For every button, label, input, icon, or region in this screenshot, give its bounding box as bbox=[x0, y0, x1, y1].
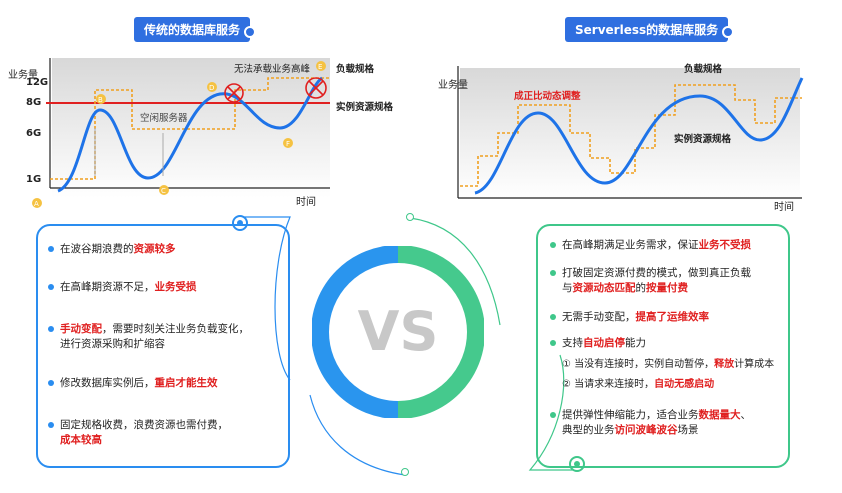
bullet-icon bbox=[550, 412, 556, 418]
svg-text:E: E bbox=[318, 63, 322, 71]
sub-item: ② 当请求来连接时，自动无感启动 bbox=[562, 379, 715, 390]
small-node-icon bbox=[401, 468, 409, 476]
instance-spec-label: 实例资源规格 bbox=[674, 133, 732, 145]
title-dot-icon bbox=[722, 25, 735, 38]
load-spec-line bbox=[50, 77, 330, 180]
business-curve bbox=[57, 76, 324, 193]
cannot-handle-label: 无法承载业务高峰 bbox=[234, 63, 311, 75]
bullet-icon bbox=[48, 326, 54, 332]
tick-label: 1G bbox=[26, 174, 41, 185]
list-item: 无需手动变配，提高了运维效率 bbox=[550, 310, 709, 325]
bullet-icon bbox=[48, 284, 54, 290]
bullet-icon bbox=[48, 246, 54, 252]
serverless-panel: 在高峰期满足业务需求，保证业务不受损 打破固定资源付费的模式，做到真正负载与资源… bbox=[536, 224, 790, 468]
marker-c: C bbox=[159, 185, 169, 195]
list-item: 固定规格收费，浪费资源也需付费，成本较高 bbox=[48, 418, 228, 448]
marker-e: E bbox=[316, 61, 326, 71]
sub-item: ① 当没有连接时，实例自动暂停，释放计算成本 bbox=[562, 359, 775, 370]
business-curve bbox=[474, 77, 804, 195]
traditional-chart: 业务量 时间 12G 8G 6G 1G 空闲服务器 无法承载业务高峰 负载规格 … bbox=[8, 58, 394, 208]
left-connector bbox=[241, 216, 291, 381]
load-spec-label: 负载规格 bbox=[684, 63, 723, 75]
overload-x-icon bbox=[305, 77, 327, 99]
list-item: 修改数据库实例后，重启才能生效 bbox=[48, 376, 218, 391]
list-item: 打破固定资源付费的模式，做到真正负载与资源动态匹配的按量付费 bbox=[550, 266, 751, 296]
proportional-label: 成正比动态调整 bbox=[514, 90, 581, 102]
list-item: 在波谷期浪费的资源较多 bbox=[48, 242, 176, 257]
bullet-icon bbox=[550, 242, 556, 248]
y-axis-label: 业务量 bbox=[8, 68, 38, 81]
y-axis-label: 业务量 bbox=[438, 78, 468, 91]
svg-text:A: A bbox=[34, 200, 39, 208]
serverless-chart: 业务量 时间 成正比动态调整 负载规格 实例资源规格 bbox=[438, 63, 804, 213]
list-item: 在高峰期资源不足，业务受损 bbox=[48, 280, 197, 295]
title-dot-icon bbox=[244, 25, 257, 38]
bullet-icon bbox=[48, 380, 54, 386]
tick-label: 6G bbox=[26, 128, 41, 139]
list-item: 在高峰期满足业务需求，保证业务不受损 bbox=[550, 238, 751, 253]
chart-background bbox=[460, 68, 800, 198]
blue-node-dot bbox=[237, 220, 243, 226]
vs-label: VS bbox=[358, 300, 439, 363]
marker-b: B bbox=[96, 94, 106, 104]
chart-background bbox=[52, 58, 330, 198]
marker-d: D bbox=[207, 82, 217, 92]
small-node-icon bbox=[406, 213, 414, 221]
vs-ring-green bbox=[397, 246, 484, 418]
svg-text:C: C bbox=[161, 187, 166, 195]
vs-ring-blue bbox=[312, 246, 399, 418]
vs-ring: VS bbox=[312, 246, 484, 418]
overload-x-icon bbox=[224, 83, 244, 103]
bullet-icon bbox=[550, 340, 556, 346]
green-node-dot bbox=[574, 461, 580, 467]
bullet-icon bbox=[48, 422, 54, 428]
marker-f: F bbox=[283, 138, 293, 148]
list-item: 支持自动启停能力 bbox=[550, 336, 646, 351]
x-axis-label: 时间 bbox=[296, 195, 316, 208]
svg-text:F: F bbox=[286, 140, 290, 148]
svg-text:B: B bbox=[98, 96, 103, 104]
marker-a: A bbox=[32, 198, 42, 208]
tick-label: 8G bbox=[26, 97, 41, 108]
list-item: 手动变配，需要时刻关注业务负载变化，进行资源采购和扩缩容 bbox=[48, 322, 249, 352]
tick-label: 12G bbox=[26, 77, 48, 88]
load-spec-label: 负载规格 bbox=[336, 63, 375, 75]
traditional-panel: 在波谷期浪费的资源较多 在高峰期资源不足，业务受损 手动变配，需要时刻关注业务负… bbox=[36, 224, 290, 468]
svg-text:D: D bbox=[209, 84, 214, 92]
right-connector bbox=[528, 354, 575, 471]
idle-server-label: 空闲服务器 bbox=[140, 112, 188, 124]
instance-spec-label: 实例资源规格 bbox=[336, 101, 394, 113]
traditional-title: 传统的数据库服务 bbox=[134, 17, 257, 42]
list-item: 提供弹性伸缩能力，适合业务数据量大、典型的业务访问波峰波谷场景 bbox=[550, 408, 751, 438]
bullet-icon bbox=[550, 270, 556, 276]
bullet-icon bbox=[550, 314, 556, 320]
top-connector bbox=[409, 217, 501, 326]
serverless-title: Serverless的数据库服务 bbox=[565, 17, 735, 42]
x-axis-label: 时间 bbox=[774, 200, 794, 213]
bottom-connector bbox=[309, 394, 406, 476]
connector-lines bbox=[241, 216, 575, 476]
